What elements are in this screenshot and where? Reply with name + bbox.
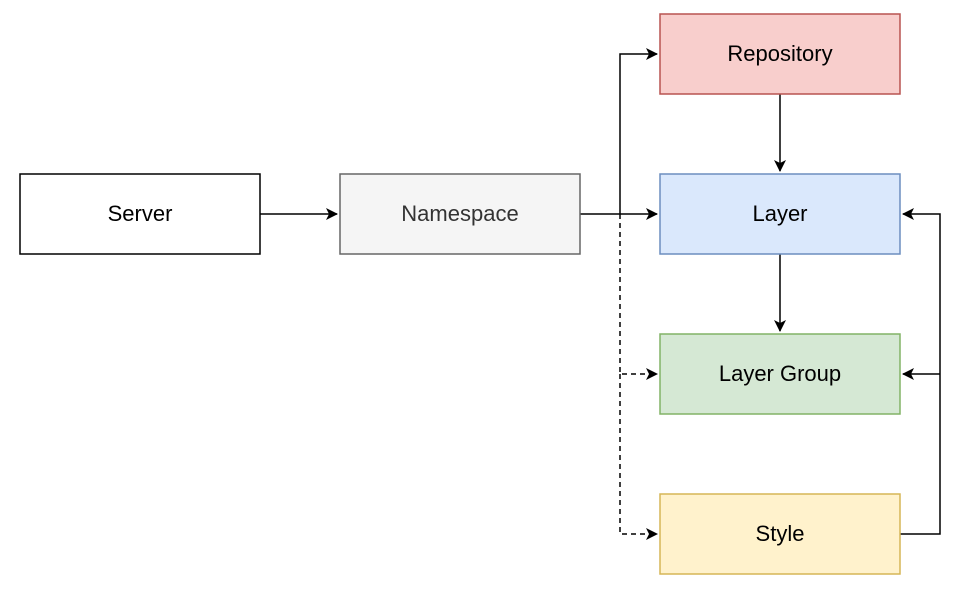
- node-style[interactable]: Style: [659, 493, 901, 575]
- edges: [260, 48, 941, 540]
- node-layer-group-label: Layer Group: [719, 361, 841, 386]
- node-layer-group-box: [659, 333, 901, 415]
- node-server-label: Server: [108, 201, 173, 226]
- node-repository-label: Repository: [727, 41, 832, 66]
- node-server[interactable]: Server: [19, 173, 261, 255]
- node-layer[interactable]: Layer: [659, 173, 901, 255]
- node-repository-box: [659, 13, 901, 95]
- edge-namespace-to-layer-group: [619, 214, 658, 380]
- node-layer-group[interactable]: Layer Group: [659, 333, 901, 415]
- node-namespace-box: [339, 173, 581, 255]
- node-repository[interactable]: Repository: [659, 13, 901, 95]
- node-namespace-label: Namespace: [401, 201, 518, 226]
- node-server-box: [19, 173, 261, 255]
- edge-namespace-to-repository: [619, 48, 658, 214]
- node-style-box: [659, 493, 901, 575]
- edge-namespace-to-style: [619, 374, 658, 540]
- node-layer-label: Layer: [752, 201, 807, 226]
- node-layer-box: [659, 173, 901, 255]
- node-namespace[interactable]: Namespace: [339, 173, 581, 255]
- node-style-label: Style: [756, 521, 805, 546]
